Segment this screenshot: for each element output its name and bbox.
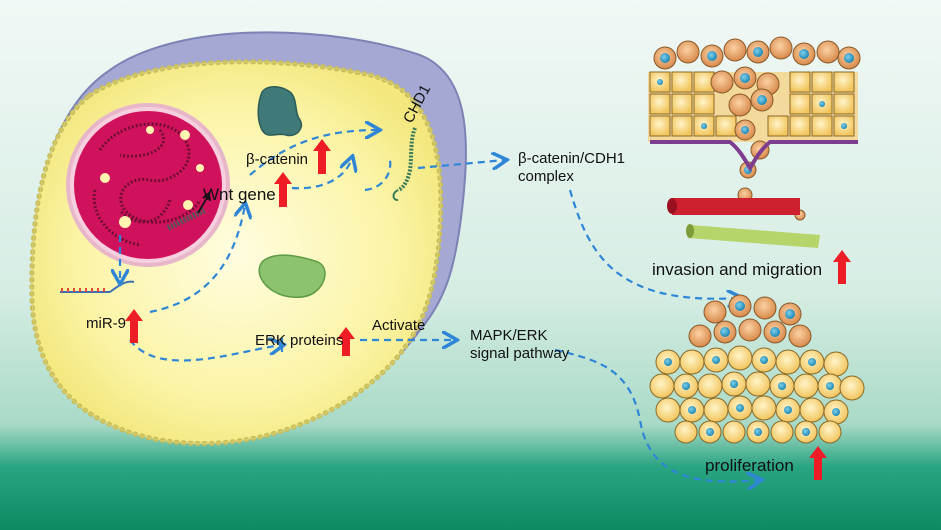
increase-arrow-erk (337, 327, 355, 356)
tissue-invasion-illustration (648, 36, 861, 248)
gene-expression-arrow (197, 195, 209, 214)
wnt-gene-label: Wnt gene (203, 185, 276, 204)
proliferation-label: proliferation (705, 456, 794, 475)
beta-catenin-protein (257, 86, 303, 137)
increase-arrow-proliferation (809, 446, 827, 480)
complex-label-line2: complex (518, 168, 574, 185)
erk-proteins-label: ERK proteins (255, 332, 344, 349)
invasion-migration-label: invasion and migration (652, 260, 823, 279)
mir9-label: miR-9 (86, 315, 126, 332)
mapk-label-line1: MAPK/ERK (470, 327, 548, 344)
proliferation-cluster (649, 294, 865, 444)
flow-arrows (120, 130, 760, 481)
beta-catenin-label: β-catenin (246, 151, 308, 168)
mapk-label-line2: signal pathway (470, 345, 570, 362)
nucleus (66, 103, 230, 267)
chd1-receptor (392, 127, 417, 201)
increase-arrow-beta-catenin (313, 139, 331, 174)
increase-arrow-invasion (833, 250, 851, 284)
complex-label-line1: β-catenin/CDH1 (518, 150, 625, 167)
activate-label: Activate (372, 317, 426, 334)
erk-protein (258, 254, 326, 298)
increase-arrow-wnt-gene (274, 172, 292, 207)
increase-arrow-mir9 (125, 309, 143, 343)
